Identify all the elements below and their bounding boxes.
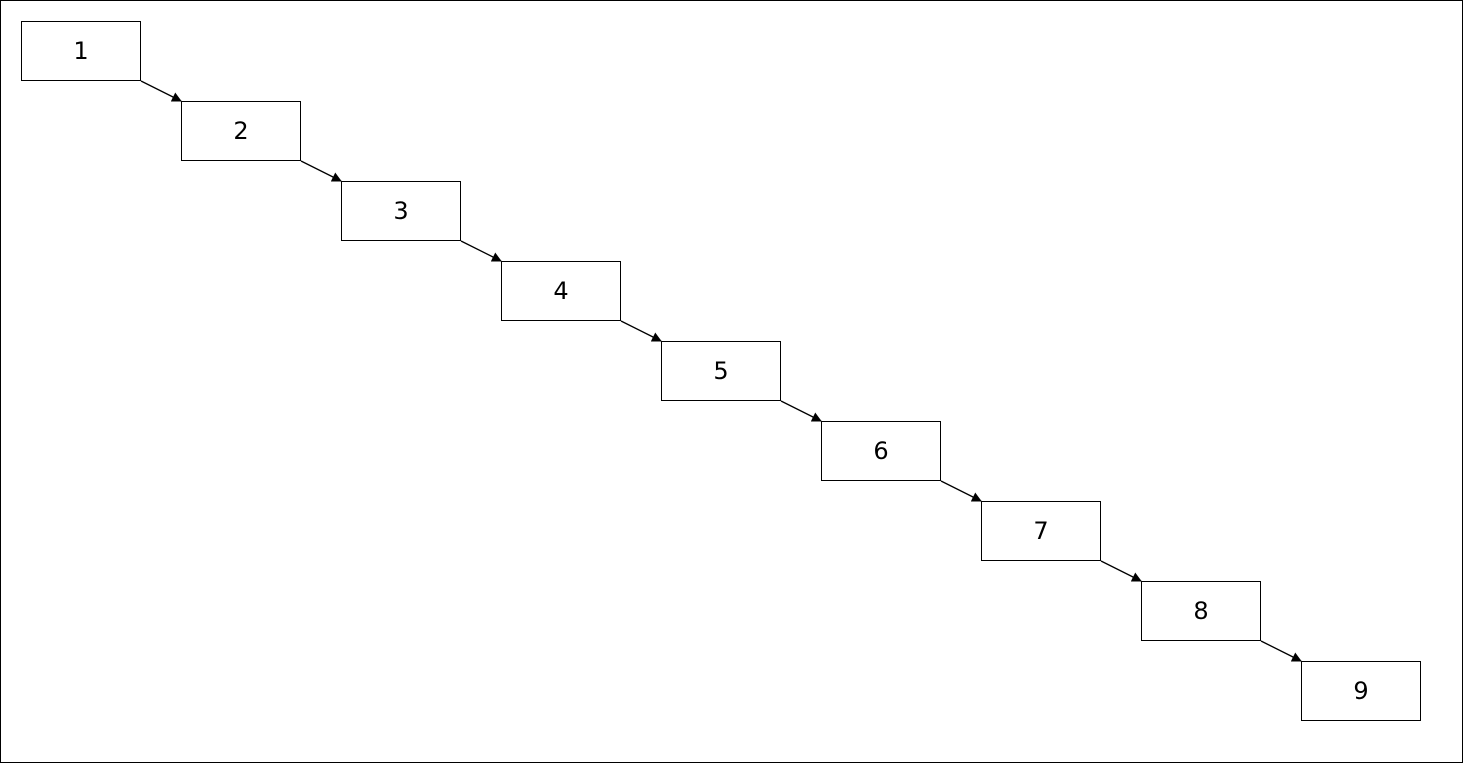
process-box-label: 5 (713, 357, 729, 385)
process-box-label: 1 (73, 37, 89, 65)
process-box-1[interactable]: 1 (21, 21, 141, 81)
process-box-label: 2 (233, 117, 249, 145)
process-box-2[interactable]: 2 (181, 101, 301, 161)
process-box-label: 9 (1353, 677, 1369, 705)
process-box-label: 6 (873, 437, 889, 465)
process-box-label: 4 (553, 277, 569, 305)
process-box-label: 8 (1193, 597, 1209, 625)
process-box-7[interactable]: 7 (981, 501, 1101, 561)
process-box-5[interactable]: 5 (661, 341, 781, 401)
process-box-4[interactable]: 4 (501, 261, 621, 321)
process-box-9[interactable]: 9 (1301, 661, 1421, 721)
process-box-3[interactable]: 3 (341, 181, 461, 241)
process-box-6[interactable]: 6 (821, 421, 941, 481)
process-box-label: 7 (1033, 517, 1049, 545)
process-box-8[interactable]: 8 (1141, 581, 1261, 641)
process-box-label: 3 (393, 197, 409, 225)
